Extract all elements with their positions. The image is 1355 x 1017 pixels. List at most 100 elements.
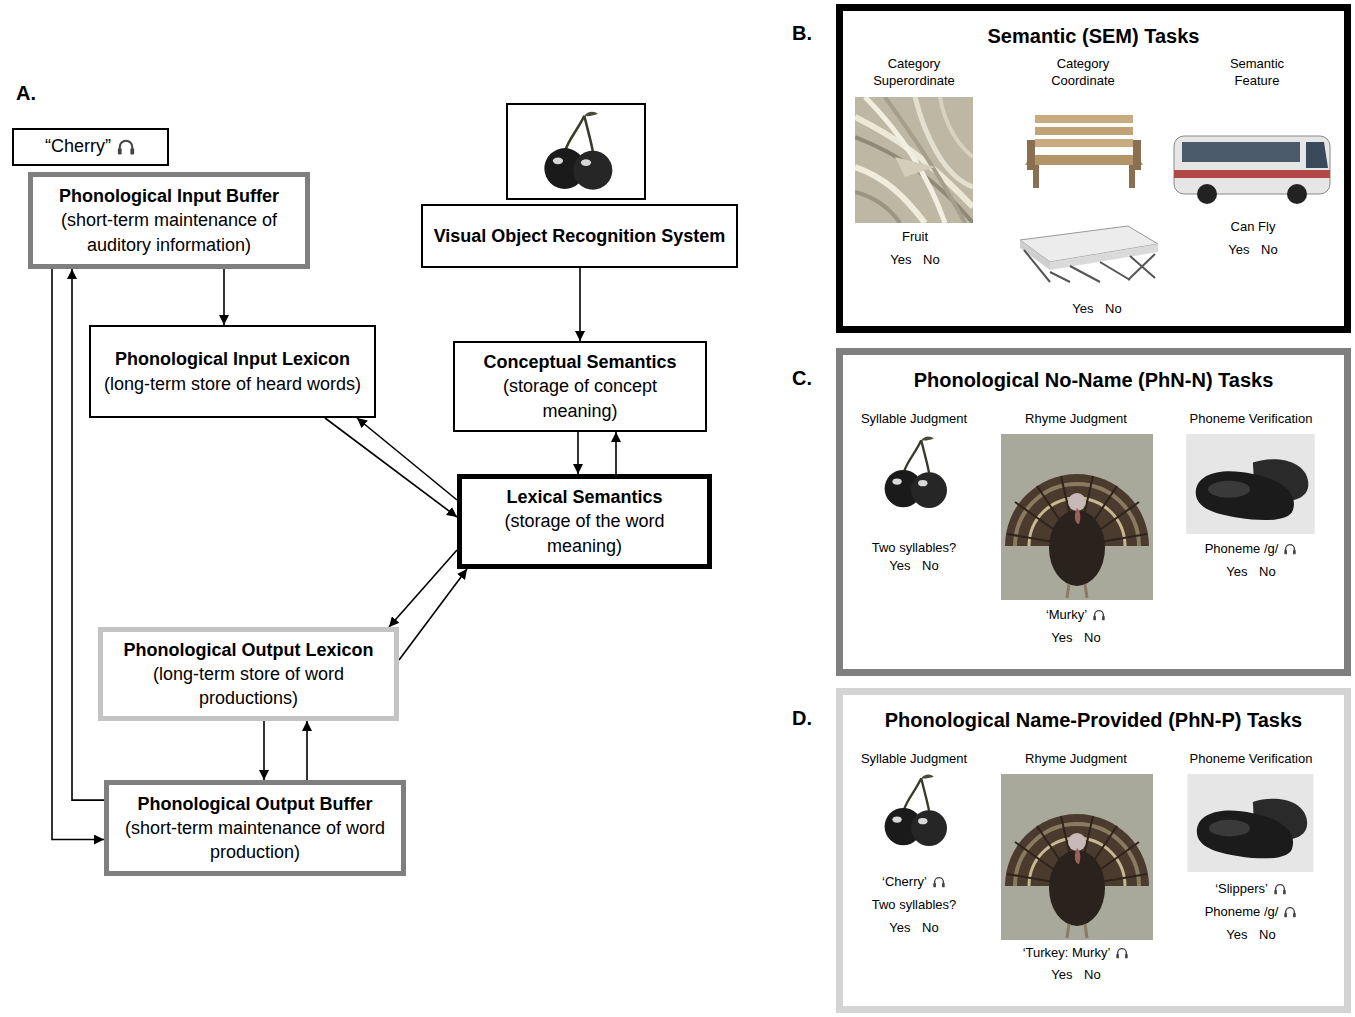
box-heading: Phonological Name-Provided (PhN-P) Tasks — [885, 707, 1302, 733]
task-label-wrap: Category Coordinate — [1033, 56, 1133, 90]
task-label-wrap: Phoneme Verification — [1176, 411, 1326, 428]
flow-arrow — [399, 569, 467, 660]
task-label: ‘Cherry’ — [882, 874, 927, 891]
task-label: Fruit — [902, 229, 928, 246]
box-heading: Phonological No-Name (PhN-N) Tasks — [914, 367, 1274, 393]
bus-photo — [1174, 136, 1330, 204]
cue-box: “Cherry” — [12, 128, 169, 166]
headphone-icon — [1283, 542, 1297, 556]
task-label: ‘Turkey: Murky’ — [1023, 945, 1111, 962]
task-label-wrap: Two syllables? — [844, 540, 984, 557]
bench-photo — [1025, 115, 1143, 188]
task-panel: Phonological No-Name (PhN-N) Tasks — [836, 348, 1351, 676]
task-label: Phoneme Verification — [1190, 411, 1313, 428]
task-label: Yes No — [1226, 564, 1275, 581]
box-heading: Phonological Output Buffer — [138, 792, 373, 816]
lexicon-box: Phonological Input Lexicon(long-term sto… — [89, 325, 376, 418]
task-label: Category Coordinate — [1033, 56, 1133, 90]
flow-arrow — [577, 432, 579, 474]
task-label-wrap: ‘Turkey: Murky’ — [991, 945, 1161, 962]
flow-arrow — [579, 268, 581, 341]
flow-arrow — [389, 550, 457, 627]
semantics-box: Conceptual Semantics(storage of concept … — [453, 341, 707, 432]
flow-arrow — [357, 418, 457, 500]
panel-letter: B. — [792, 20, 812, 46]
task-label: Yes No — [889, 558, 938, 575]
cherry-photo — [885, 775, 947, 847]
task-label-wrap: ‘Murky’ — [1006, 607, 1146, 624]
task-label: Syllable Judgment — [861, 411, 967, 428]
task-label-wrap: Syllable Judgment — [844, 751, 984, 768]
task-label-wrap: Yes No — [1016, 967, 1136, 984]
task-label-wrap: Yes No — [854, 920, 974, 937]
task-label-wrap: B. — [782, 20, 822, 46]
semantics-box: Lexical Semantics(storage of the word me… — [457, 474, 712, 569]
box-heading: Lexical Semantics — [506, 485, 662, 509]
task-label: Category Superordinate — [864, 56, 964, 90]
task-label-wrap: Phoneme /g/ — [1176, 541, 1326, 558]
task-label-wrap: Phoneme /g/ — [1176, 904, 1326, 921]
turkey-photo — [1001, 434, 1153, 600]
task-label-wrap: Semantic Feature — [1217, 56, 1297, 90]
task-panel: Semantic (SEM) Tasks — [836, 4, 1351, 333]
headphone-icon — [1273, 882, 1287, 896]
task-label: Phoneme /g/ — [1205, 904, 1279, 921]
box-heading: Visual Object Recognition System — [434, 224, 726, 248]
box-heading: Phonological Input Buffer — [59, 184, 279, 208]
task-label: Yes No — [1226, 927, 1275, 944]
task-label: Phoneme Verification — [1190, 751, 1313, 768]
task-label: Rhyme Judgment — [1025, 411, 1127, 428]
grass-photo — [855, 97, 973, 223]
task-label-wrap: ‘Slippers’ — [1176, 881, 1326, 898]
task-label: ‘Murky’ — [1046, 607, 1087, 624]
task-label: Yes No — [1051, 967, 1100, 984]
task-label-wrap: Yes No — [1016, 630, 1136, 647]
task-label-wrap: A. — [6, 80, 46, 106]
task-label: Semantic Feature — [1217, 56, 1297, 90]
task-label-wrap: Yes No — [1191, 564, 1311, 581]
task-label: Rhyme Judgment — [1025, 751, 1127, 768]
task-label-wrap: Rhyme Judgment — [1006, 411, 1146, 428]
task-label-wrap: Syllable Judgment — [844, 411, 984, 428]
task-label: Syllable Judgment — [861, 751, 967, 768]
buffer-box: Phonological Input Buffer(short-term mai… — [28, 172, 310, 269]
task-label-wrap: Yes No — [855, 252, 975, 269]
headphone-icon — [116, 137, 136, 157]
task-label-wrap: Yes No — [1191, 927, 1311, 944]
task-label: Yes No — [1072, 301, 1121, 318]
slipper-photo — [1186, 434, 1315, 534]
task-label: Yes No — [1228, 242, 1277, 259]
box-heading: “Cherry” — [45, 135, 111, 158]
flow-arrow — [306, 721, 308, 780]
headphone-icon — [1283, 905, 1297, 919]
box-body: (long-term store of word productions) — [111, 662, 386, 711]
task-label-wrap: Can Fly — [1193, 219, 1313, 236]
task-label: Two syllables? — [872, 540, 957, 557]
headphone-icon — [932, 875, 946, 889]
turkey-photo — [1001, 774, 1153, 940]
flow-arrow — [72, 269, 104, 800]
flow-arrow — [263, 721, 265, 780]
buffer-box: Phonological Output Buffer(short-term ma… — [104, 780, 406, 876]
flow-arrow — [52, 269, 104, 840]
box-body: (short-term maintenance of word producti… — [117, 816, 393, 865]
task-label-wrap: Rhyme Judgment — [1006, 751, 1146, 768]
task-label-wrap: Fruit — [855, 229, 975, 246]
task-label: ‘Slippers’ — [1215, 881, 1268, 898]
task-label: Phoneme /g/ — [1205, 541, 1279, 558]
flow-arrow — [325, 418, 457, 517]
task-label-wrap: C. — [782, 365, 822, 391]
headphone-icon — [1092, 608, 1106, 622]
task-label: Yes No — [1051, 630, 1100, 647]
box-body: (long-term store of heard words) — [104, 372, 361, 396]
task-label-wrap: D. — [782, 705, 822, 731]
box-body: (short-term maintenance of auditory info… — [41, 208, 297, 257]
box-heading: Phonological Input Lexicon — [115, 347, 350, 371]
headphone-icon — [1115, 946, 1129, 960]
task-label: Yes No — [890, 252, 939, 269]
task-label-wrap: Yes No — [1193, 242, 1313, 259]
slipper-photo — [1188, 774, 1314, 872]
box-heading: Phonological Output Lexicon — [124, 638, 374, 662]
